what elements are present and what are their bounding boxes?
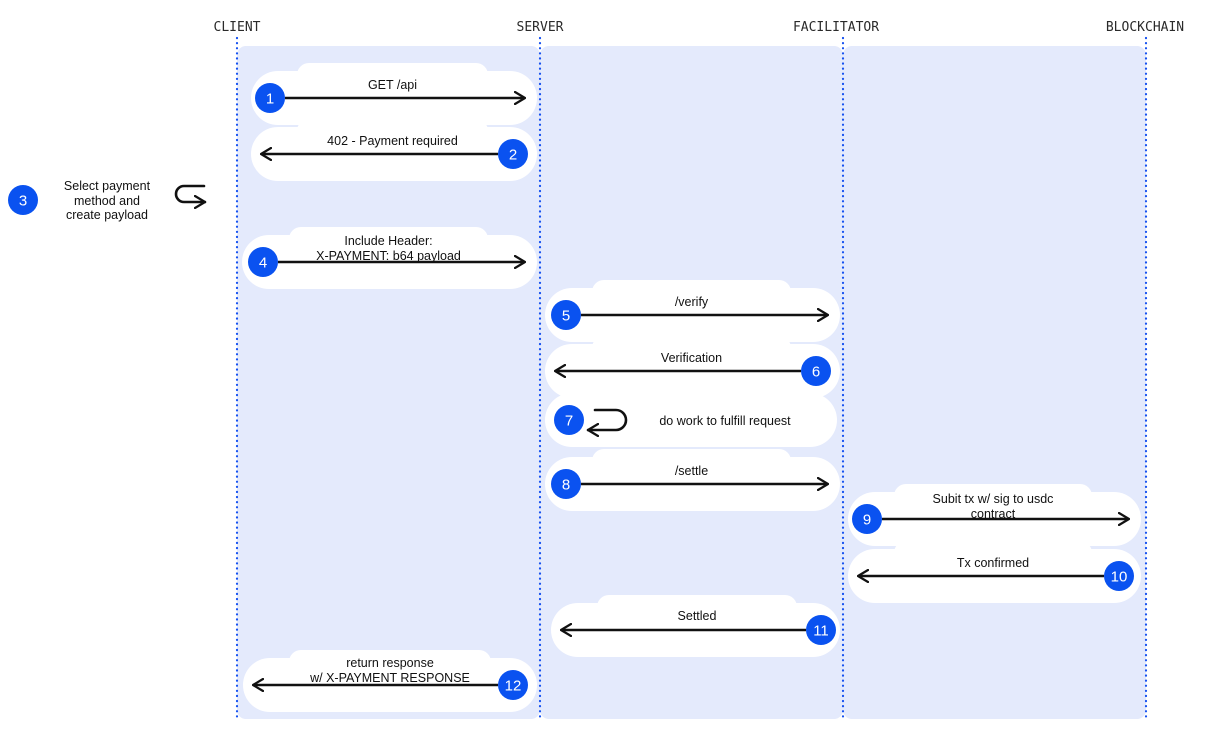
svg-text:6: 6 (812, 364, 820, 381)
step-label: Verification (661, 351, 722, 365)
actor-client: CLIENT (214, 20, 261, 35)
step-label: /verify (675, 295, 709, 309)
loop-arrow-icon (174, 184, 207, 202)
step-label: Select payment (64, 179, 151, 193)
step-label: /settle (675, 464, 708, 478)
step-label: GET /api (368, 78, 417, 92)
step-label: Subit tx w/ sig to usdc (933, 492, 1054, 506)
svg-text:9: 9 (863, 512, 871, 529)
step-badge: 5 (551, 300, 581, 330)
step-label: do work to fulfill request (659, 414, 791, 428)
step-1: 1 GET /api (251, 63, 537, 125)
step-10: 10 Tx confirmed (848, 541, 1141, 603)
step-6: 6 Verification (545, 336, 840, 398)
step-badge: 1 (255, 83, 285, 113)
step-label: w/ X-PAYMENT RESPONSE (309, 671, 470, 685)
svg-text:2: 2 (509, 147, 517, 164)
svg-text:5: 5 (562, 308, 570, 325)
step-label: create payload (66, 208, 148, 222)
actor-facilitator: FACILITATOR (793, 20, 879, 35)
step-7: 7 do work to fulfill request (545, 393, 837, 447)
step-badge: 10 (1104, 561, 1134, 591)
lane-3 (843, 46, 1146, 719)
step-badge: 12 (498, 670, 528, 700)
svg-text:1: 1 (266, 91, 274, 108)
step-label: contract (971, 507, 1016, 521)
step-label: X-PAYMENT: b64 payload (316, 249, 461, 263)
actor-blockchain: BLOCKCHAIN (1106, 20, 1184, 35)
svg-text:10: 10 (1111, 569, 1128, 586)
step-8: 8/settle (545, 449, 840, 511)
step-badge: 3 (8, 185, 38, 215)
step-5: 5/verify (545, 280, 840, 342)
svg-text:3: 3 (19, 193, 27, 210)
step-badge: 9 (852, 504, 882, 534)
step-label: Tx confirmed (957, 556, 1029, 570)
step-label: method and (74, 194, 140, 208)
step-label: return response (346, 656, 434, 670)
step-2: 2 402 - Payment required (251, 119, 537, 181)
svg-text:8: 8 (562, 477, 570, 494)
loop-arrow-icon (586, 408, 628, 430)
svg-text:12: 12 (505, 678, 522, 695)
step-4: 4 Include Header:X-PAYMENT: b64 payload (242, 227, 537, 289)
step-label: Settled (678, 609, 717, 623)
lane-1 (237, 46, 540, 719)
svg-text:4: 4 (259, 255, 267, 272)
actor-server: SERVER (517, 20, 564, 35)
step-label: Include Header: (344, 234, 432, 248)
step-badge: 11 (806, 615, 836, 645)
step-label: 402 - Payment required (327, 134, 458, 148)
svg-text:7: 7 (565, 413, 573, 430)
step-badge: 7 (554, 405, 584, 435)
step-badge: 2 (498, 139, 528, 169)
step-11: 11 Settled (551, 595, 840, 657)
svg-text:11: 11 (813, 623, 829, 640)
step-badge: 4 (248, 247, 278, 277)
step-badge: 8 (551, 469, 581, 499)
step-badge: 6 (801, 356, 831, 386)
